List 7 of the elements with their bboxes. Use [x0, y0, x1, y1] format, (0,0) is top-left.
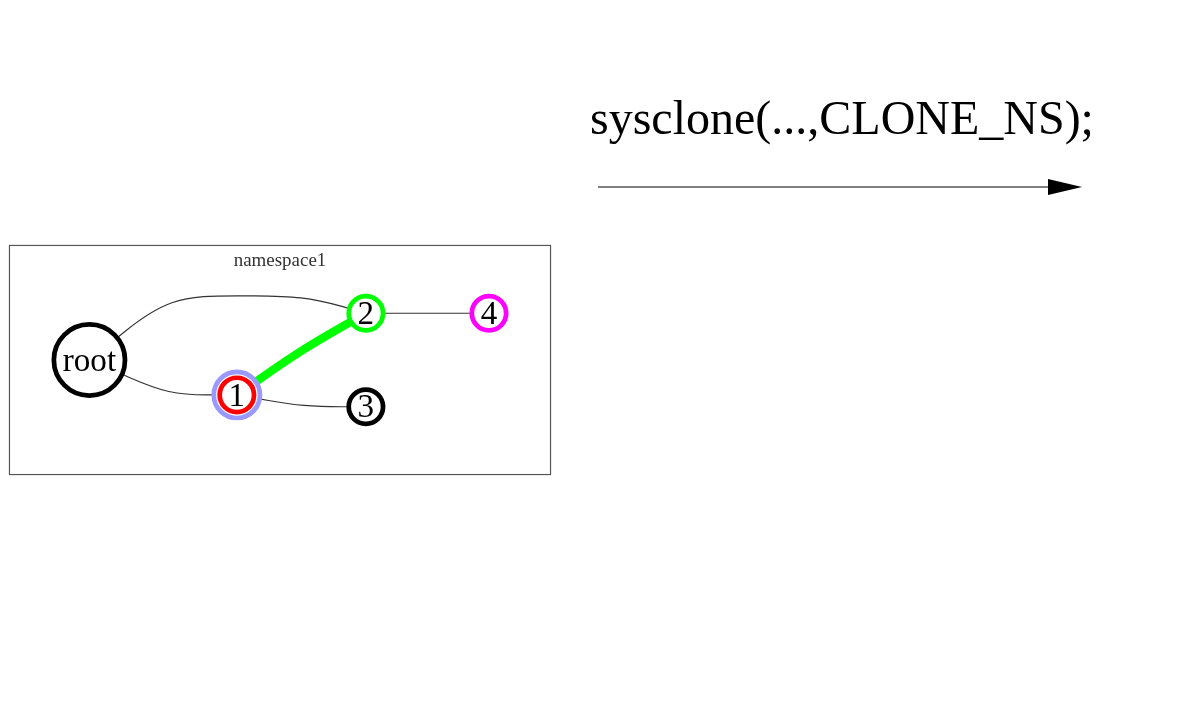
node-circle: 1: [211, 369, 263, 421]
connector: [253, 318, 353, 386]
node-circle: 2: [346, 293, 386, 333]
node-circle: 4: [469, 293, 509, 333]
function-call-label: sysclone(...,CLONE_NS);: [590, 90, 1094, 145]
node-circle: 3: [346, 387, 386, 427]
node-circle: root: [51, 322, 128, 398]
